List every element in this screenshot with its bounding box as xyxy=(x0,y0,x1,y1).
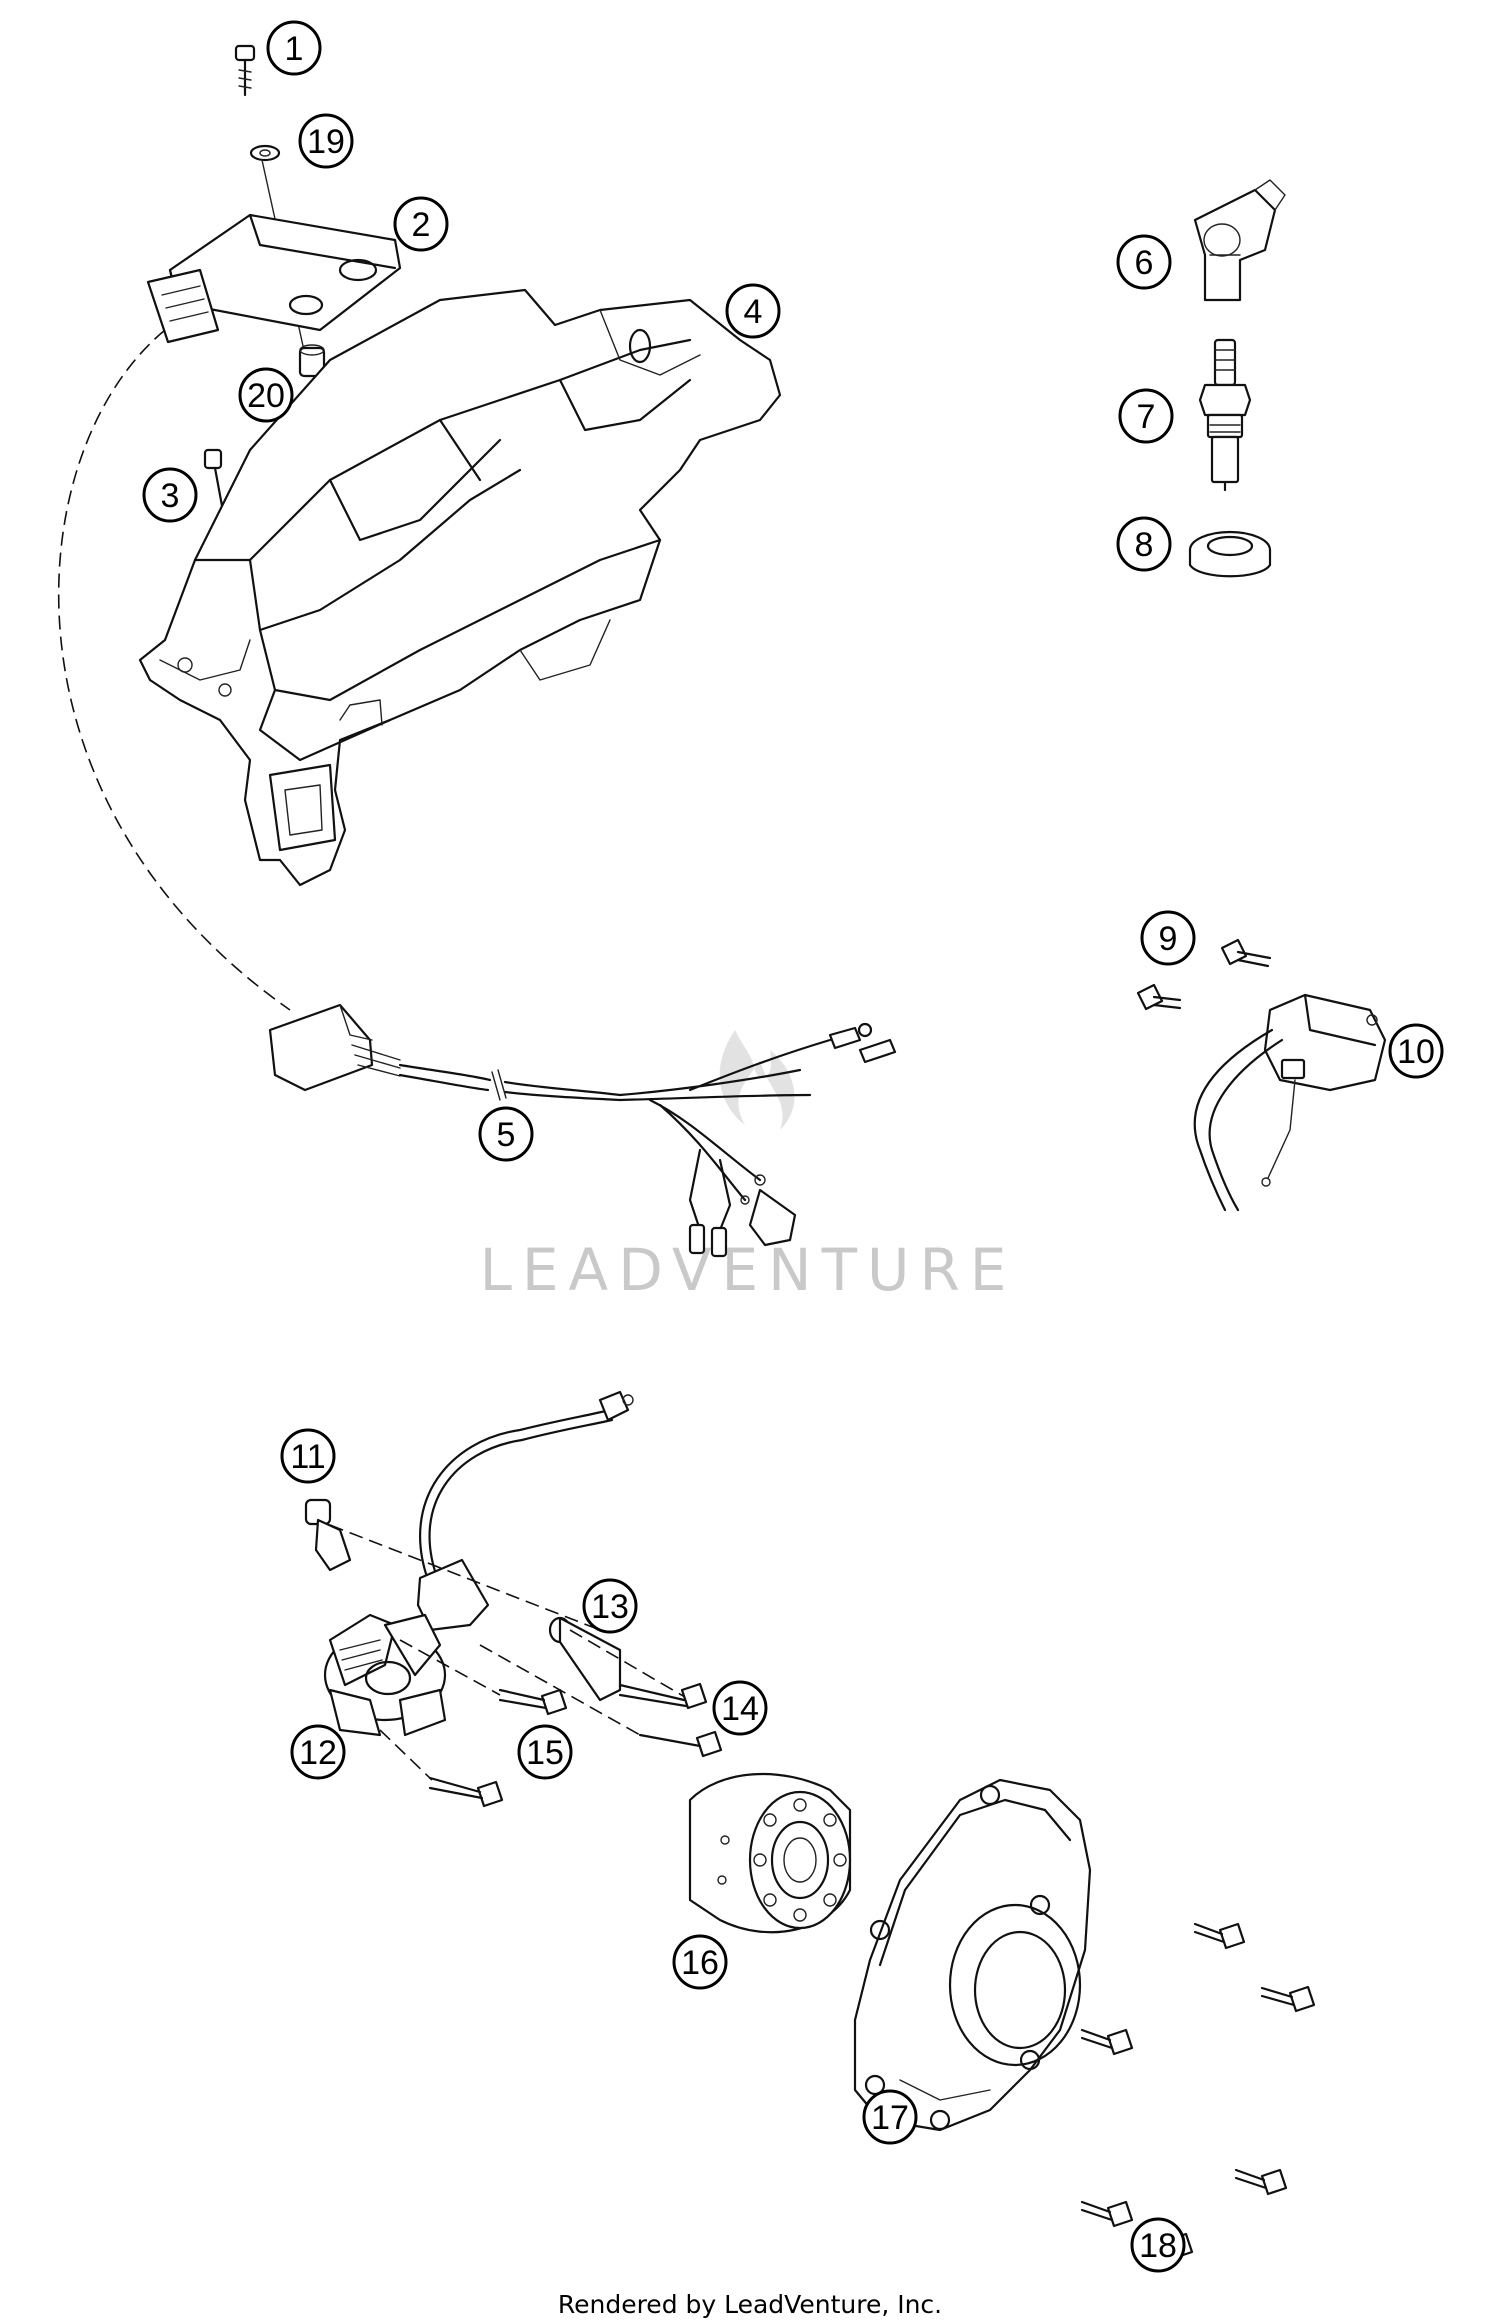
part-bushing-20 xyxy=(298,344,326,378)
svg-text:6: 6 xyxy=(1135,244,1154,282)
callout-15[interactable]: 15 xyxy=(517,1724,573,1780)
callout-12[interactable]: 12 xyxy=(290,1724,346,1780)
part-screws-9 xyxy=(1136,938,1272,1011)
part-washer-19 xyxy=(249,144,281,162)
svg-text:10: 10 xyxy=(1397,1033,1435,1071)
part-screws-18 xyxy=(1080,1922,1316,2260)
part-spark-cap-6 xyxy=(1193,179,1286,302)
callout-13[interactable]: 13 xyxy=(582,1578,638,1634)
part-ecu-2 xyxy=(146,213,402,344)
callout-3[interactable]: 3 xyxy=(142,467,198,523)
part-ignition-coil-10 xyxy=(1193,993,1387,1212)
callout-14[interactable]: 14 xyxy=(712,1680,768,1736)
callout-20[interactable]: 20 xyxy=(238,367,294,423)
callout-8[interactable]: 8 xyxy=(1116,516,1172,572)
svg-text:5: 5 xyxy=(497,1116,516,1154)
callout-17[interactable]: 17 xyxy=(862,2089,918,2145)
callout-11[interactable]: 11 xyxy=(280,1428,336,1484)
part-screws-15 xyxy=(379,1639,568,1808)
callout-19[interactable]: 19 xyxy=(298,113,354,169)
callout-16[interactable]: 16 xyxy=(672,1934,728,1990)
svg-text:11: 11 xyxy=(290,1438,325,1476)
wiring-route-line xyxy=(57,329,291,1011)
part-flywheel-16 xyxy=(688,1772,852,1934)
watermark-text: LEADVENTURE xyxy=(480,1236,1017,1304)
part-bolt-1 xyxy=(234,44,256,97)
svg-text:9: 9 xyxy=(1159,920,1178,958)
callout-6[interactable]: 6 xyxy=(1116,234,1172,290)
part-grommet-8 xyxy=(1188,530,1272,578)
svg-text:12: 12 xyxy=(299,1734,337,1772)
svg-text:18: 18 xyxy=(1139,2227,1177,2265)
callout-18[interactable]: 18 xyxy=(1130,2217,1186,2273)
callout-9[interactable]: 9 xyxy=(1140,910,1196,966)
callout-2[interactable]: 2 xyxy=(393,196,449,252)
svg-text:4: 4 xyxy=(744,293,763,331)
part-wiring-harness-5 xyxy=(268,1003,897,1258)
svg-text:19: 19 xyxy=(307,123,345,161)
svg-text:14: 14 xyxy=(721,1690,759,1728)
svg-text:2: 2 xyxy=(412,206,431,244)
svg-text:1: 1 xyxy=(285,30,304,68)
part-stator-12 xyxy=(323,1613,447,1737)
watermark: LEADVENTURE xyxy=(480,1030,1017,1304)
part-airbox-4 xyxy=(138,288,782,887)
callout-5[interactable]: 5 xyxy=(478,1106,534,1162)
svg-text:3: 3 xyxy=(161,477,180,515)
svg-text:13: 13 xyxy=(591,1588,629,1626)
callout-1[interactable]: 1 xyxy=(266,20,322,76)
svg-text:15: 15 xyxy=(526,1734,564,1772)
callout-10[interactable]: 10 xyxy=(1388,1023,1444,1079)
part-clamp-13 xyxy=(548,1616,691,1702)
footer-credit: Rendered by LeadVenture, Inc. xyxy=(557,2290,943,2319)
part-stator-cable-11 xyxy=(304,1390,634,1632)
callout-4[interactable]: 4 xyxy=(725,283,781,339)
svg-text:17: 17 xyxy=(871,2099,909,2137)
svg-text:16: 16 xyxy=(681,1944,719,1982)
svg-text:7: 7 xyxy=(1137,398,1156,436)
callout-7[interactable]: 7 xyxy=(1118,388,1174,444)
part-ignition-cover-17 xyxy=(853,1778,1092,2132)
svg-text:8: 8 xyxy=(1135,526,1154,564)
part-spark-plug-7 xyxy=(1198,338,1252,492)
svg-text:20: 20 xyxy=(247,377,285,415)
part-screws-14 xyxy=(479,1644,723,1758)
